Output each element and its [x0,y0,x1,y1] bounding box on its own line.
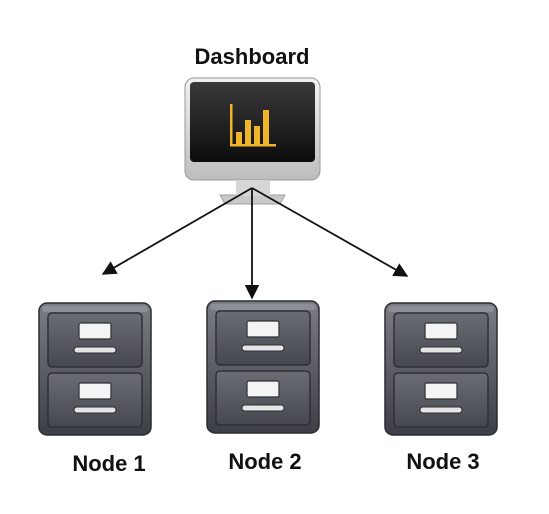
monitor-chart-icon [184,77,321,205]
node-2-label: Node 2 [228,449,302,474]
arrow-to-node-3 [251,187,409,277]
node-1-label: Node 1 [72,451,146,476]
dashboard-label: Dashboard [194,44,310,69]
file-cabinet-icon [206,300,320,434]
file-cabinet-icon [384,302,498,436]
file-cabinet-icon [38,302,152,436]
bar-chart-icon [230,104,276,147]
arrow-to-node-1 [101,187,253,275]
node-3-label: Node 3 [406,449,480,474]
